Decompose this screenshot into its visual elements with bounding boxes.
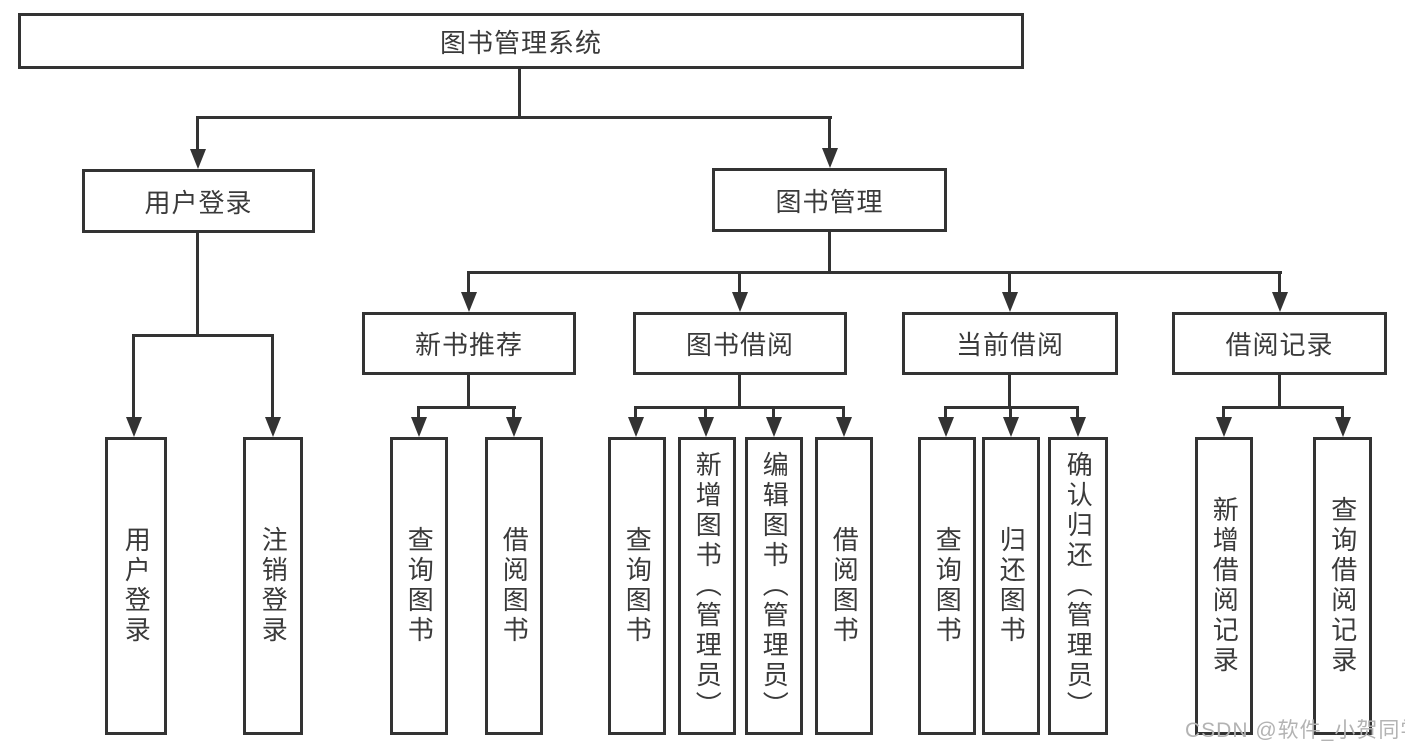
- connector-book-mgmt-trunk: [828, 231, 831, 274]
- arrowhead-bb-edit: [766, 417, 782, 437]
- connector-l3-splitter: [467, 271, 1282, 274]
- connector-stem-cb-return: [1009, 406, 1012, 420]
- csdn-watermark: CSDN @软件_小贺同学: [1185, 719, 1405, 742]
- connector-book-borrow-splitter: [635, 406, 845, 409]
- leaf-logout-label: 注销登录: [258, 526, 289, 646]
- node-new-book-rec-label: 新书推荐: [414, 330, 523, 360]
- leaf-br-add-record: 新增借阅记录: [1195, 437, 1253, 735]
- connector-stem-br-add: [1222, 406, 1225, 420]
- leaf-bb-add-book-label: 新增图书（管理员）: [692, 451, 723, 721]
- connector-stem-cb-query: [944, 406, 947, 420]
- arrowhead-cb-query: [938, 417, 954, 437]
- arrowhead-cb-confirm: [1070, 417, 1086, 437]
- leaf-bb-query-book-label: 查询图书: [622, 526, 653, 646]
- leaf-rec-query-book: 查询图书: [390, 437, 448, 735]
- node-book-mgmt-label: 图书管理: [775, 186, 884, 217]
- arrowhead-bb-add: [698, 417, 714, 437]
- leaf-rec-borrow-book: 借阅图书: [485, 437, 543, 735]
- leaf-bb-add-book: 新增图书（管理员）: [678, 437, 736, 735]
- leaf-user-login-label: 用户登录: [121, 526, 152, 646]
- connector-l1-right-stem: [828, 116, 831, 150]
- node-current-borrow-label: 当前借阅: [955, 330, 1064, 360]
- connector-l1-left-stem: [196, 116, 199, 150]
- node-borrow-record-label: 借阅记录: [1225, 330, 1334, 360]
- arrowhead-leaf-logout: [265, 417, 281, 437]
- connector-user-login-splitter: [133, 334, 274, 337]
- connector-stem-leaf-login: [132, 334, 135, 418]
- connector-current-borrow-trunk: [1008, 374, 1011, 408]
- connector-new-book-rec-splitter: [417, 406, 516, 409]
- leaf-rec-borrow-book-label: 借阅图书: [499, 526, 530, 646]
- leaf-cb-return-book: 归还图书: [982, 437, 1040, 735]
- leaf-br-query-record: 查询借阅记录: [1313, 437, 1372, 735]
- node-user-login-label: 用户登录: [144, 187, 253, 218]
- connector-stem-br-query: [1341, 406, 1344, 420]
- arrowhead-new-book-rec: [461, 292, 477, 312]
- connector-stem-bb-edit: [772, 406, 775, 420]
- arrowhead-current-borrow: [1002, 292, 1018, 312]
- arrowhead-cb-return: [1003, 417, 1019, 437]
- connector-borrow-record-trunk: [1278, 374, 1281, 408]
- connector-stem-rec-borrow: [512, 406, 515, 420]
- node-current-borrow: 当前借阅: [902, 312, 1118, 375]
- connector-root-trunk: [518, 68, 521, 118]
- arrowhead-user-login: [190, 149, 206, 169]
- node-book-mgmt: 图书管理: [712, 168, 947, 232]
- leaf-rec-query-book-label: 查询图书: [404, 526, 435, 646]
- leaf-cb-query-book-label: 查询图书: [932, 526, 963, 646]
- connector-stem-book-borrow: [738, 271, 741, 293]
- leaf-bb-query-book: 查询图书: [608, 437, 666, 735]
- leaf-bb-edit-book: 编辑图书（管理员）: [745, 437, 803, 735]
- arrowhead-br-add: [1216, 417, 1232, 437]
- connector-stem-borrow-record: [1278, 271, 1281, 293]
- leaf-bb-borrow-book: 借阅图书: [815, 437, 873, 735]
- node-user-login: 用户登录: [82, 169, 315, 233]
- connector-new-book-rec-trunk: [467, 374, 470, 408]
- node-book-borrow-label: 图书借阅: [685, 330, 794, 360]
- connector-stem-bb-borrow: [842, 406, 845, 420]
- arrowhead-book-borrow: [732, 292, 748, 312]
- connector-stem-cb-confirm: [1076, 406, 1079, 420]
- connector-borrow-record-splitter: [1223, 406, 1344, 409]
- arrowhead-br-query: [1335, 417, 1351, 437]
- arrowhead-rec-query: [411, 417, 427, 437]
- connector-l1-splitter: [197, 116, 832, 119]
- connector-stem-rec-query: [417, 406, 420, 420]
- node-root: 图书管理系统: [18, 13, 1024, 69]
- leaf-user-login: 用户登录: [105, 437, 167, 735]
- arrowhead-bb-borrow: [836, 417, 852, 437]
- arrowhead-leaf-login: [126, 417, 142, 437]
- node-book-borrow: 图书借阅: [633, 312, 847, 375]
- connector-stem-leaf-logout: [271, 334, 274, 418]
- arrowhead-borrow-record: [1272, 292, 1288, 312]
- node-new-book-rec: 新书推荐: [362, 312, 576, 375]
- leaf-cb-return-book-label: 归还图书: [996, 526, 1027, 646]
- leaf-br-add-record-label: 新增借阅记录: [1209, 496, 1240, 676]
- leaf-bb-edit-book-label: 编辑图书（管理员）: [759, 451, 790, 721]
- arrowhead-rec-borrow: [506, 417, 522, 437]
- node-borrow-record: 借阅记录: [1172, 312, 1387, 375]
- leaf-cb-confirm-return-label: 确认归还（管理员）: [1063, 451, 1094, 721]
- connector-book-borrow-trunk: [738, 374, 741, 408]
- connector-stem-current-borrow: [1008, 271, 1011, 293]
- leaf-bb-borrow-book-label: 借阅图书: [829, 526, 860, 646]
- leaf-cb-query-book: 查询图书: [918, 437, 976, 735]
- connector-stem-new-book-rec: [467, 271, 470, 293]
- connector-user-login-trunk: [196, 232, 199, 336]
- connector-stem-bb-add: [704, 406, 707, 420]
- arrowhead-bb-query: [628, 417, 644, 437]
- leaf-br-query-record-label: 查询借阅记录: [1327, 496, 1358, 676]
- connector-stem-bb-query: [634, 406, 637, 420]
- leaf-cb-confirm-return: 确认归还（管理员）: [1048, 437, 1108, 735]
- leaf-logout: 注销登录: [243, 437, 303, 735]
- connector-current-borrow-splitter: [945, 406, 1079, 409]
- node-root-label: 图书管理系统: [439, 27, 602, 58]
- arrowhead-book-mgmt: [822, 148, 838, 168]
